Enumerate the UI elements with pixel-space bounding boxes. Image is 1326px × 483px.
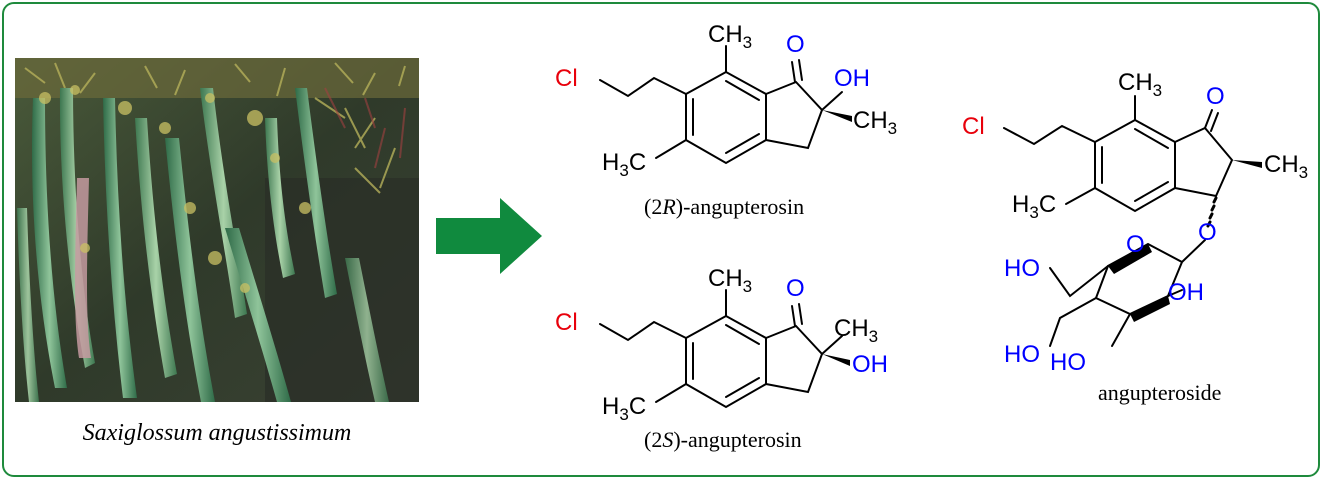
ketone-oxygen-2R: O [786,31,805,58]
methyl-label-2R-top: CH3 [708,21,752,52]
methyl-label-2S-top: CH3 [708,265,752,296]
hydroxyl-label-2S: OH [852,351,888,378]
methyl-label-2S-c2: CH3 [834,315,878,346]
chlorine-label-2R: Cl [555,65,578,92]
hydroxyl-label-c2: OH [1168,279,1204,306]
compound-name-2R: (2R)-angupterosin [644,194,804,219]
ring-oxygen: O [1126,231,1145,258]
methyl-label-glycoside-c2: CH3 [1264,151,1308,182]
ketone-oxygen-glycoside: O [1206,83,1225,110]
hydroxyl-label-2R: OH [834,65,870,92]
plant-photo [15,58,419,402]
glycosidic-oxygen: O [1198,219,1217,246]
hydroxyl-label-c4: HO [1004,341,1040,368]
compound-2R-bonds [599,45,843,165]
compound-2S-bonds [599,289,843,409]
methyl-label-glycoside-top: CH3 [1118,69,1162,100]
methyl-label-2S-left: H3C [602,393,646,424]
methyl-label-2R-c2: CH3 [853,107,897,138]
compound-name-glycoside: angupteroside [1098,380,1221,405]
methyl-label-glycoside-left: H3C [1012,191,1056,222]
arrow-right-icon [436,198,542,274]
chlorine-label-2S: Cl [555,309,578,336]
hydroxyl-label-c6: HO [1004,255,1040,282]
species-caption: Saxiglossum angustissimum [82,420,352,446]
hydroxyl-label-c3: HO [1050,349,1086,376]
ketone-oxygen-2S: O [786,275,805,302]
methyl-label-2R-left: H3C [602,149,646,180]
compound-name-2S: (2S)-angupterosin [644,427,802,452]
chlorine-label-glycoside: Cl [962,113,985,140]
